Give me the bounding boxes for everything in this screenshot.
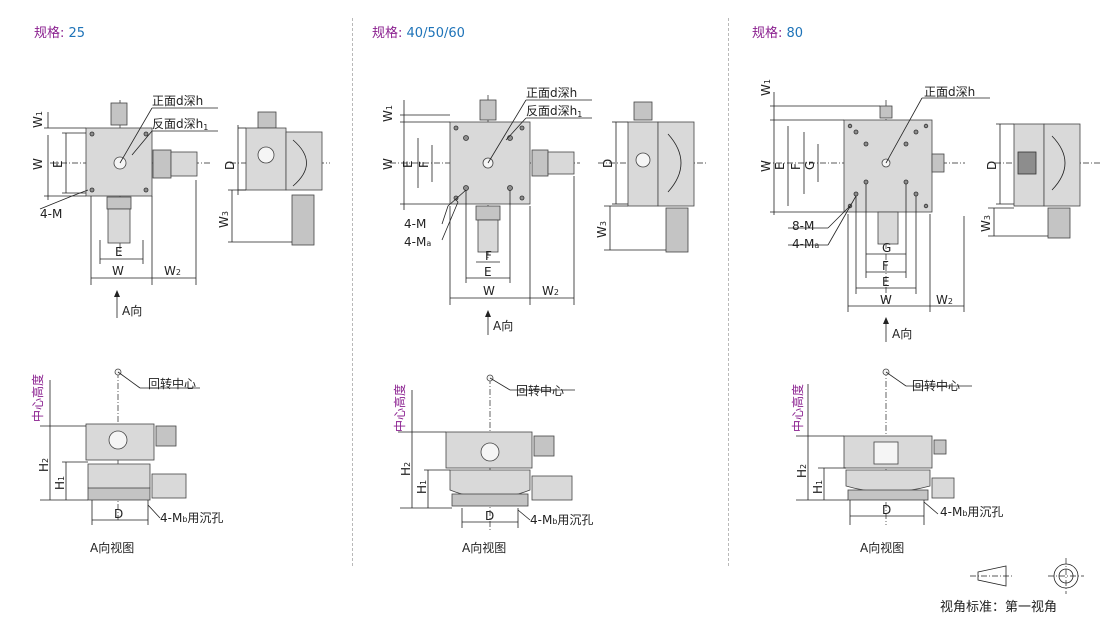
label-f-vert-80: F	[789, 163, 803, 170]
label-w2-25: W2	[164, 264, 181, 278]
label-w3-40: W3	[595, 221, 609, 238]
label-a-view-40: A向视图	[462, 540, 506, 555]
label-h2-25: H2	[37, 458, 51, 472]
label-a-dir-40: A向	[493, 318, 513, 333]
label-a-dir-25: A向	[122, 303, 142, 318]
label-ma-40: 4-Ma	[404, 235, 431, 249]
label-mb-80: 4-Mb用沉孔	[940, 505, 1003, 519]
label-w-40: W	[381, 158, 395, 170]
label-w-bottom-40: W	[483, 284, 495, 298]
label-a-view-80: A向视图	[860, 540, 904, 555]
label-mb-40: 4-Mb用沉孔	[530, 513, 593, 527]
panel-40-a-view	[398, 374, 575, 530]
label-h1-25: H1	[53, 476, 67, 490]
panel-40-top-view	[390, 95, 592, 335]
panel-80-a-view	[796, 368, 972, 525]
label-4m-25: 4-M	[40, 207, 62, 221]
label-w2-80: W2	[936, 293, 953, 307]
label-w-80: W	[759, 160, 773, 172]
label-back-hole-25: 反面d深h1	[152, 117, 208, 132]
label-w-bottom-25: W	[112, 264, 124, 278]
label-h1-40: H1	[415, 480, 429, 494]
label-rot-center-25: 回转中心	[148, 376, 196, 391]
label-front-hole-25: 正面d深h	[152, 94, 203, 108]
view-standard-label: 视角标准：第一视角	[940, 600, 1058, 615]
label-d-25: D	[114, 507, 123, 521]
label-e-vert-80: E	[773, 162, 787, 170]
label-e-vert-40: E	[401, 160, 415, 168]
label-front-hole-40: 正面d深h	[526, 86, 577, 100]
label-f-80: F	[882, 259, 889, 273]
label-back-hole-40: 反面d深h1	[526, 104, 582, 119]
label-f-vert-40: F	[417, 161, 431, 168]
label-w3-80: W3	[979, 215, 993, 232]
label-d-80: D	[882, 503, 891, 517]
panel-title-25: 规格: 25	[34, 26, 86, 41]
label-ma-80: 4-Ma	[792, 237, 819, 251]
label-8m-80: 8-M	[792, 219, 814, 233]
label-a-view-25: A向视图	[90, 540, 134, 555]
panel-25-a-view	[40, 368, 200, 525]
label-front-hole-80: 正面d深h	[924, 85, 975, 99]
label-d-side-80: D	[985, 161, 999, 170]
label-a-dir-80: A向	[892, 326, 912, 341]
panel-25-side-view	[228, 111, 330, 246]
label-d-40: D	[485, 509, 494, 523]
label-f-40: F	[485, 249, 492, 263]
panel-title-80: 规格: 80	[752, 26, 804, 41]
panel-divider-1	[352, 18, 353, 566]
label-g-vert-80: G	[803, 161, 817, 170]
label-e-25: E	[115, 245, 123, 259]
label-g-80: G	[882, 241, 891, 255]
label-d-side-25: D	[223, 161, 237, 170]
label-w1-25: W1	[31, 111, 45, 128]
panel-divider-2	[728, 18, 729, 566]
label-e-80: E	[882, 275, 890, 289]
label-rot-center-40: 回转中心	[516, 383, 564, 398]
panel-80-top-view	[765, 92, 990, 342]
panel-40-side-view	[598, 101, 706, 253]
label-4m-40: 4-M	[404, 217, 426, 231]
first-angle-projection-icon	[970, 558, 1084, 594]
label-w1-80: W1	[759, 79, 773, 96]
panel-25-top-view	[39, 100, 218, 318]
label-mb-25: 4-Mb用沉孔	[160, 511, 223, 525]
label-center-height-25: 中心高度	[30, 374, 45, 422]
label-w2-40: W2	[542, 284, 559, 298]
label-w-bottom-80: W	[880, 293, 892, 307]
label-h2-80: H2	[795, 464, 809, 478]
label-e-40: E	[484, 265, 492, 279]
label-h2-40: H2	[399, 462, 413, 476]
label-e-vert-25: E	[51, 160, 65, 168]
label-center-height-80: 中心高度	[790, 384, 805, 432]
label-h1-80: H1	[811, 480, 825, 494]
label-w3-25: W3	[217, 211, 231, 228]
panel-title-40-50-60: 规格: 40/50/60	[372, 26, 465, 41]
label-w1-40: W1	[381, 105, 395, 122]
label-center-height-40: 中心高度	[392, 384, 407, 432]
label-w-25: W	[31, 158, 45, 170]
label-rot-center-80: 回转中心	[912, 378, 960, 393]
label-d-side-40: D	[601, 159, 615, 168]
panel-80-side-view	[988, 123, 1100, 239]
